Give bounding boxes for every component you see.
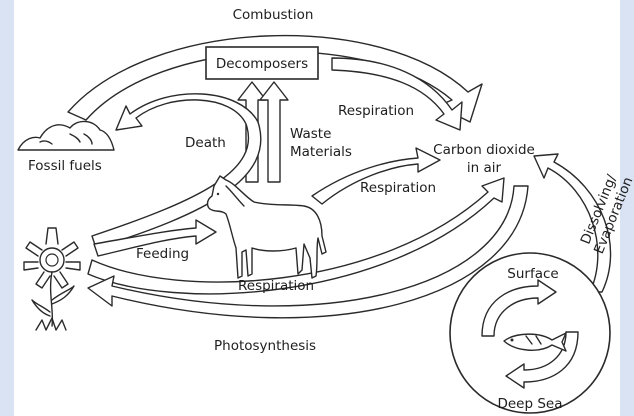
- surface-label: Surface: [507, 266, 558, 282]
- materials-label: Materials: [290, 144, 352, 160]
- death-label: Death: [185, 135, 226, 151]
- dissolving-evaporation-label: Dissolving/ Evaporation: [576, 169, 634, 256]
- respiration-animal-label: Respiration: [360, 180, 436, 196]
- photosynthesis-label: Photosynthesis: [214, 338, 316, 354]
- co2-label-line1: Carbon dioxide: [433, 142, 535, 158]
- flower-illustration: [24, 228, 80, 330]
- decomposers-box: Decomposers: [206, 47, 318, 79]
- waste-label: Waste: [290, 126, 331, 142]
- decomposers-to-co2-arrow: [332, 58, 462, 130]
- decomposers-label: Decomposers: [216, 56, 308, 72]
- fossil-fuel-pile-illustration: [18, 121, 114, 150]
- ocean-circle: Surface Deep Sea: [450, 253, 610, 413]
- co2-label-line2: in air: [467, 160, 502, 176]
- deep-sea-label: Deep Sea: [497, 396, 562, 412]
- fossil-fuels-label: Fossil fuels: [28, 158, 102, 174]
- feeding-label: Feeding: [136, 246, 189, 262]
- horse-illustration: [208, 176, 327, 278]
- respiration-bottom-label: Respiration: [238, 278, 314, 294]
- combustion-label: Combustion: [233, 7, 314, 23]
- respiration-decomposers-label: Respiration: [338, 103, 414, 119]
